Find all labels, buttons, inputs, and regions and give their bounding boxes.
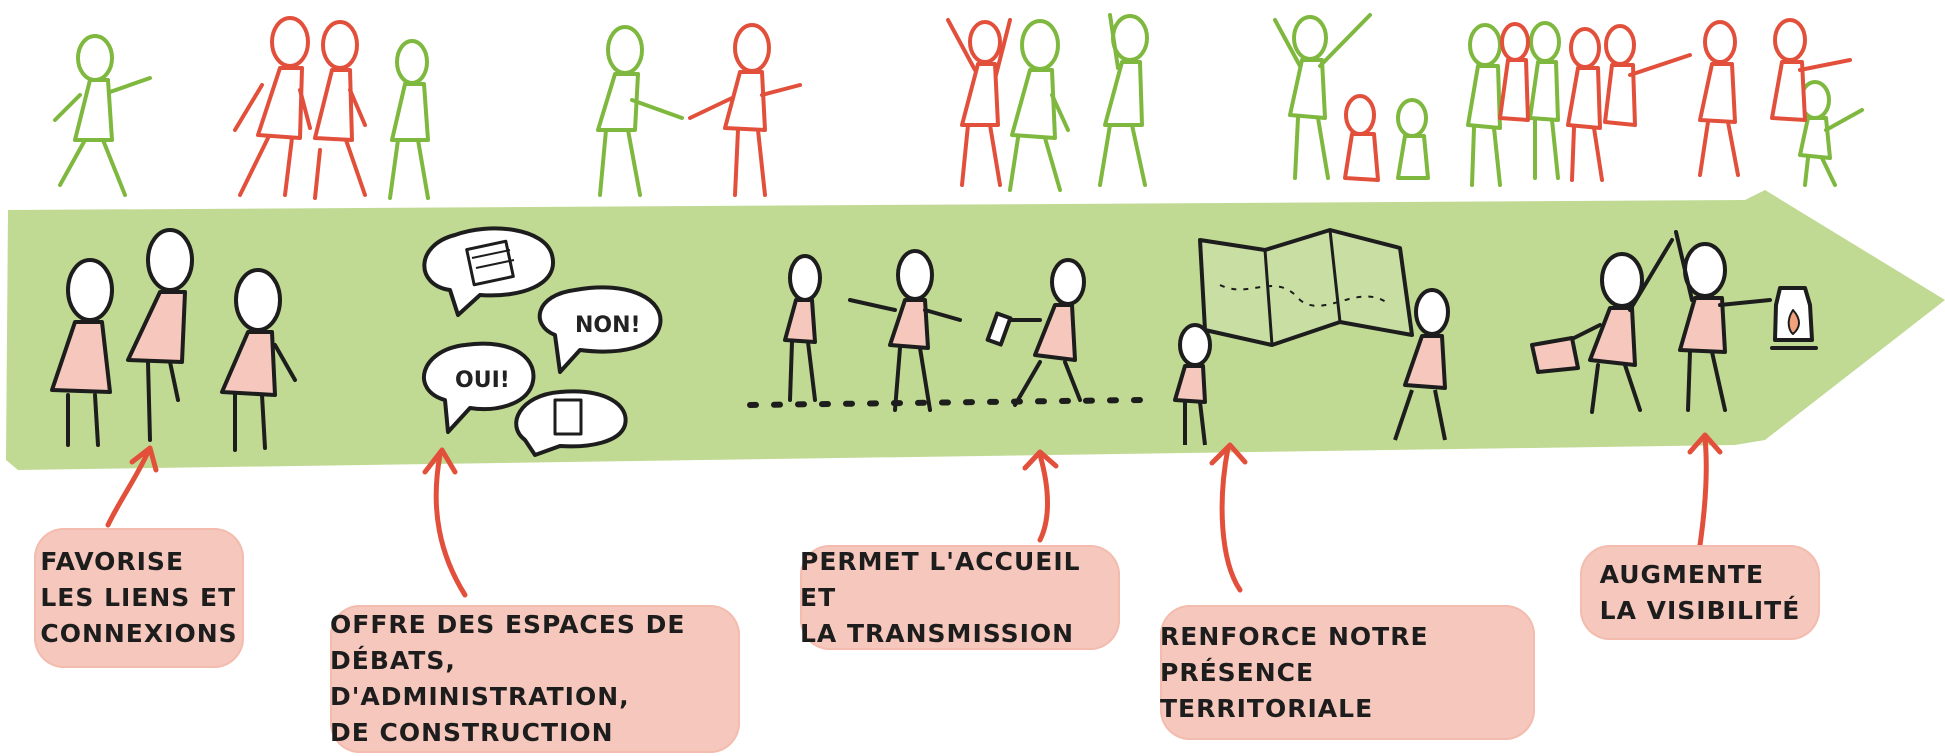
map-illustration <box>1173 228 1450 446</box>
relay-illustration <box>747 249 1143 412</box>
document-icon <box>514 389 628 457</box>
callout-liens-text: FAVORISE LES LIENS ET CONNEXIONS <box>40 547 238 648</box>
oui-bubble: OUI! <box>421 341 536 434</box>
lantern-icon <box>1770 286 1818 350</box>
arrow-liens-icon <box>105 445 159 528</box>
arrows-group <box>105 432 1723 598</box>
green-arrow-band <box>6 190 1945 470</box>
callout-territoire: RENFORCE NOTRE PRÉSENCE TERRITORIALE <box>1160 605 1535 740</box>
svg-text:NON!: NON! <box>575 313 641 338</box>
runner-figure <box>53 34 152 197</box>
map-icon <box>1198 228 1414 347</box>
callout-accueil-text: PERMET L'ACCUEIL ET LA TRANSMISSION <box>800 546 1081 648</box>
handshake-green-figure <box>596 25 684 197</box>
svg-text:OUI!: OUI! <box>455 368 510 393</box>
celebration-illustration <box>1530 230 1818 414</box>
crowd-right-figures <box>1273 13 1864 187</box>
callout-visibilite-text: AUGMENTE LA VISIBILITÉ <box>1599 559 1801 625</box>
cheering-green-figure <box>1008 13 1149 192</box>
callout-espaces-text: OFFRE DES ESPACES DE DÉBATS, D'ADMINISTR… <box>330 610 686 747</box>
arrow-accueil-icon <box>1022 449 1059 543</box>
walker-figure <box>388 39 430 200</box>
dotted-path <box>747 397 1143 408</box>
callout-visibilite: AUGMENTE LA VISIBILITÉ <box>1580 545 1820 640</box>
callout-territoire-text: RENFORCE NOTRE PRÉSENCE TERRITORIALE <box>1160 621 1429 723</box>
callout-espaces: OFFRE DES ESPACES DE DÉBATS, D'ADMINISTR… <box>330 605 740 753</box>
arrow-territoire-icon <box>1209 442 1248 593</box>
callout-accueil: PERMET L'ACCUEIL ET LA TRANSMISSION <box>800 545 1120 650</box>
basket-icon <box>1530 336 1580 374</box>
calendar-icon <box>422 226 556 317</box>
arrow-espaces-icon <box>422 447 468 598</box>
arrow-visibilite-icon <box>1687 432 1723 548</box>
group-people-illustration <box>50 228 297 452</box>
speech-bubbles-illustration: NON! OUI! <box>421 226 663 457</box>
callout-liens: FAVORISE LES LIENS ET CONNEXIONS <box>34 528 244 668</box>
handshake-red-figure <box>688 23 802 197</box>
non-bubble: NON! <box>537 285 663 374</box>
cheering-red-figure <box>946 18 1012 187</box>
walking-couple-figure <box>233 16 367 200</box>
crowd-group <box>53 13 1864 200</box>
